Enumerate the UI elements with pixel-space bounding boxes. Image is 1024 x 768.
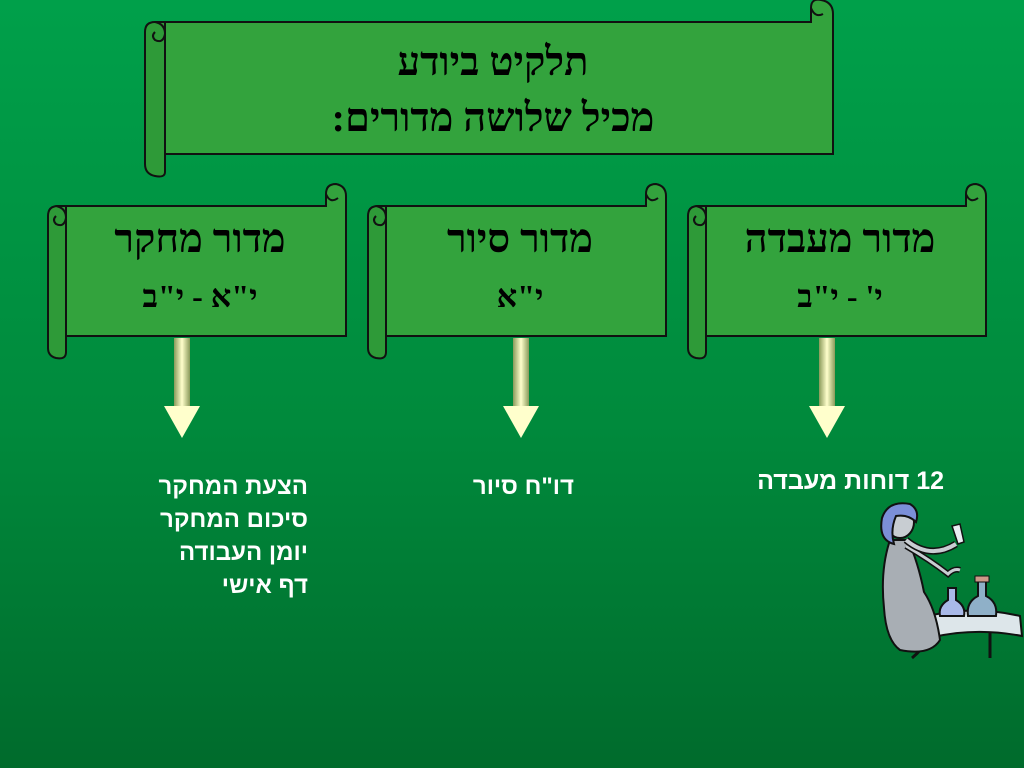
list-item: סיכום המחקר — [160, 506, 308, 533]
arrow-shape — [503, 338, 539, 438]
title-text: תלקיט ביודע מכיל שלושה מדורים: — [183, 34, 803, 146]
list-item: דף אישי — [221, 572, 308, 599]
lab-items-list: 12 דוחות מעבדה — [684, 465, 944, 498]
arrow-shape — [809, 338, 845, 438]
tour-section-grade: י"א — [496, 278, 544, 314]
research-section-grade: י"א - י"ב — [142, 278, 258, 314]
research-section-scroll: מדור מחקר י"א - י"ב — [46, 182, 347, 360]
research-scroll-shape — [47, 182, 347, 360]
lab-section-scroll: מדור מעבדה י' - י"ב — [686, 182, 987, 360]
woman-scientist-icon — [860, 500, 1024, 660]
list-item: הצעת המחקר — [158, 473, 308, 500]
scientist-figure-shape — [880, 502, 1024, 660]
list-item: דו"ח סיור — [472, 473, 574, 500]
tour-section-scroll: מדור סיור י"א — [366, 182, 667, 360]
title-scroll-shape — [144, 0, 834, 178]
lab-scroll-shape — [687, 182, 987, 360]
tour-scroll-shape — [367, 182, 667, 360]
tour-items-list: דו"ח סיור — [374, 470, 574, 503]
list-item: 12 דוחות מעבדה — [757, 467, 944, 495]
research-items-list: הצעת המחקר סיכום המחקר יומן העבודה דף אי… — [78, 470, 308, 602]
title-scroll-banner: תלקיט ביודע מכיל שלושה מדורים: — [143, 0, 834, 178]
research-section-title: מדור מחקר — [114, 216, 286, 261]
lab-section-title: מדור מעבדה — [744, 216, 936, 261]
list-item: יומן העבודה — [179, 539, 308, 566]
title-line-2: מכיל שלושה מדורים: — [331, 95, 655, 140]
title-line-1: תלקיט ביודע — [397, 39, 589, 84]
tour-section-title: מדור סיור — [447, 216, 593, 261]
arrow-shape — [164, 338, 200, 438]
lab-section-grade: י' - י"ב — [797, 278, 883, 314]
